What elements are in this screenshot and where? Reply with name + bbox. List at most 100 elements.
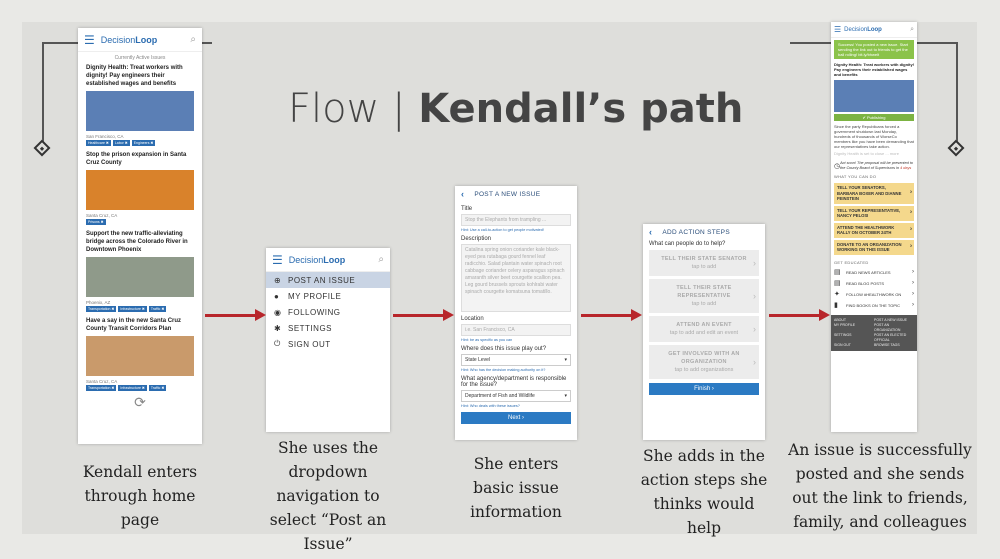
resource-icon: ▤	[834, 280, 841, 287]
caption-1: Kendall enters through home page	[82, 463, 198, 529]
action-button[interactable]: DONATE TO AN ORGANIZATION WORKING ON THI…	[834, 239, 914, 255]
scope-select[interactable]: State Level▾	[461, 354, 571, 366]
hamburger-icon[interactable]: ☰	[834, 25, 842, 34]
hamburger-icon[interactable]: ☰	[84, 32, 95, 47]
menu-label: POST AN ISSUE	[288, 275, 356, 285]
deadline-text: Act soon! The proposal will be presented…	[840, 160, 913, 170]
chevron-right-icon: ›	[910, 226, 912, 233]
issue-card[interactable]: Support the new traffic-alleviating brid…	[78, 230, 202, 313]
tag-badge[interactable]: Labor ✖	[112, 140, 130, 146]
hint-text: Hint: be as specific as you can	[461, 338, 513, 342]
caption-3: She enters basic issue information	[470, 455, 562, 521]
action-button[interactable]: TELL YOUR SENATORS, BARBARA BOXER AND DI…	[834, 183, 914, 204]
back-icon[interactable]: ‹	[649, 227, 653, 237]
nav-menu: ⊕ POST AN ISSUE ●MY PROFILE◉FOLLOWING✱SETT…	[266, 272, 390, 352]
refresh-icon[interactable]: ⟳	[134, 394, 146, 410]
hamburger-icon[interactable]: ☰	[272, 252, 283, 267]
tag-badge[interactable]: Traffic ✖	[148, 385, 167, 391]
logo: DecisionLoop	[288, 254, 346, 265]
footer-link[interactable]: ABOUT	[834, 317, 847, 322]
flow-arrow	[581, 309, 642, 321]
issue-photo	[86, 336, 194, 376]
resource-link[interactable]: ✦FOLLOW #HEALTHWORK ON›	[831, 289, 917, 300]
step-title: TELL THEIR STATE SENATOR	[661, 256, 747, 262]
menu-item-sign-out[interactable]: ⏻ SIGN OUT	[266, 336, 390, 352]
action-label: TELL YOUR SENATORS, BARBARA BOXER AND DI…	[837, 185, 902, 201]
tag-badge[interactable]: Healthcare ✖	[86, 140, 111, 146]
search-icon[interactable]: ⌕	[910, 25, 914, 33]
screen-header: ADD ACTION STEPS	[662, 228, 730, 236]
tag-badge[interactable]: Transportation ✖	[86, 306, 117, 312]
tag-badge[interactable]: Transportation ✖	[86, 385, 117, 391]
menu-item-following[interactable]: ◉FOLLOWING	[266, 304, 390, 320]
tag-list: Transportation ✖Infrastructure ✖Traffic …	[78, 305, 202, 313]
resource-link[interactable]: ▤READ NEWS ARTICLES›	[831, 267, 917, 278]
footer-link[interactable]: SETTINGS	[834, 332, 852, 337]
title-input[interactable]: Stop the Elephants from trampling ...	[461, 214, 571, 226]
resource-label: READ BLOG POSTS	[846, 280, 885, 286]
menu-item-my-profile[interactable]: ●MY PROFILE	[266, 288, 390, 304]
issue-posted-screen: ☰ DecisionLoop ⌕ Success! You posted a n…	[831, 22, 917, 432]
footer-link[interactable]: SIGN OUT	[834, 342, 851, 347]
tag-badge[interactable]: Traffic ✖	[148, 306, 167, 312]
resource-link[interactable]: ▮FIND BOOKS ON THE TOPIC›	[831, 300, 917, 311]
frame-line	[42, 42, 44, 142]
tag-list: Healthcare ✖Labor ✖Engineers ✖	[78, 139, 202, 147]
read-more-text[interactable]: Dignity Health is set to close ... more	[834, 151, 899, 156]
issue-title: Stop the prison expansion in Santa Cruz …	[86, 152, 187, 166]
menu-icon: ⊕	[274, 275, 282, 285]
issue-list: Dignity Health: Treat workers with digni…	[78, 64, 202, 392]
footer-link[interactable]: POST A NEW ISSUE	[874, 317, 908, 322]
menu-label: SIGN OUT	[288, 339, 331, 349]
tag-badge[interactable]: Infrastructure ✖	[118, 385, 147, 391]
tag-badge[interactable]: Infrastructure ✖	[118, 306, 147, 312]
issue-title: Dignity Health: Treat workers with digni…	[86, 65, 183, 87]
back-icon[interactable]: ‹	[461, 189, 465, 199]
screen-header: POST A NEW ISSUE	[474, 190, 541, 198]
chevron-right-icon: ›	[753, 357, 756, 367]
caption-4: She adds in the action steps she thinks …	[640, 447, 768, 537]
footer-link[interactable]: POST AN ORGANIZATION	[874, 322, 901, 332]
issue-photo	[86, 257, 194, 297]
action-label: TELL YOUR REPRESENTATIVE, NANCY PELOSI	[837, 207, 901, 219]
flow-arrow	[769, 309, 830, 321]
menu-item-settings[interactable]: ✱SETTINGS	[266, 320, 390, 336]
tag-list: Transportation ✖Infrastructure ✖Traffic …	[78, 384, 202, 392]
location-input[interactable]: i.e. San Francisco, CA	[461, 324, 571, 336]
search-icon[interactable]: ⌕	[378, 254, 384, 265]
footer-link[interactable]: BROWSE TAGS	[874, 342, 900, 347]
publishing-badge: ✔ Publishing	[834, 114, 914, 121]
footer-link[interactable]: POST AN ELECTED OFFICIAL	[874, 332, 907, 342]
issue-title: Have a say in the new Santa Cruz County …	[86, 318, 182, 332]
step-title: ATTEND AN EVENT	[676, 322, 732, 328]
issue-location: Santa Cruz, CA	[86, 213, 118, 218]
menu-item-post-an-issue[interactable]: ⊕ POST AN ISSUE	[266, 272, 390, 288]
next-button[interactable]: Next ›	[461, 412, 571, 424]
actions-label: WHAT YOU CAN DO	[834, 174, 877, 179]
flow-arrow	[205, 309, 266, 321]
action-button[interactable]: ATTEND THE HEALTHWORK RALLY ON OCTOBER 2…	[834, 222, 914, 238]
issue-card[interactable]: Stop the prison expansion in Santa Cruz …	[78, 151, 202, 226]
menu-icon: ⏻	[274, 339, 281, 348]
issue-card[interactable]: Dignity Health: Treat workers with digni…	[78, 64, 202, 147]
tag-list: Prisons ✖	[78, 218, 202, 226]
action-button[interactable]: TELL YOUR REPRESENTATIVE, NANCY PELOSI›	[834, 205, 914, 221]
description-input[interactable]: Catalina spring onion coriander kale bla…	[461, 244, 571, 312]
footer-link[interactable]: MY PROFILE	[834, 322, 856, 327]
agency-select[interactable]: Department of Fish and Wildlife▾	[461, 390, 571, 402]
tag-badge[interactable]: Engineers ✖	[131, 140, 156, 146]
search-icon[interactable]: ⌕	[190, 34, 196, 45]
issue-location: San Francisco, CA	[86, 134, 124, 139]
issue-card[interactable]: Have a say in the new Santa Cruz County …	[78, 317, 202, 392]
title-label: Title	[461, 206, 473, 212]
menu-icon: ◉	[274, 307, 282, 317]
finish-button[interactable]: Finish ›	[649, 383, 759, 395]
footer: ABOUT POST A NEW ISSUE MY PROFILE POST AN O…	[831, 314, 917, 351]
resource-link[interactable]: ▤READ BLOG POSTS›	[831, 278, 917, 289]
clock-icon: ◷	[834, 162, 841, 170]
tag-badge[interactable]: Prisons ✖	[86, 219, 106, 225]
